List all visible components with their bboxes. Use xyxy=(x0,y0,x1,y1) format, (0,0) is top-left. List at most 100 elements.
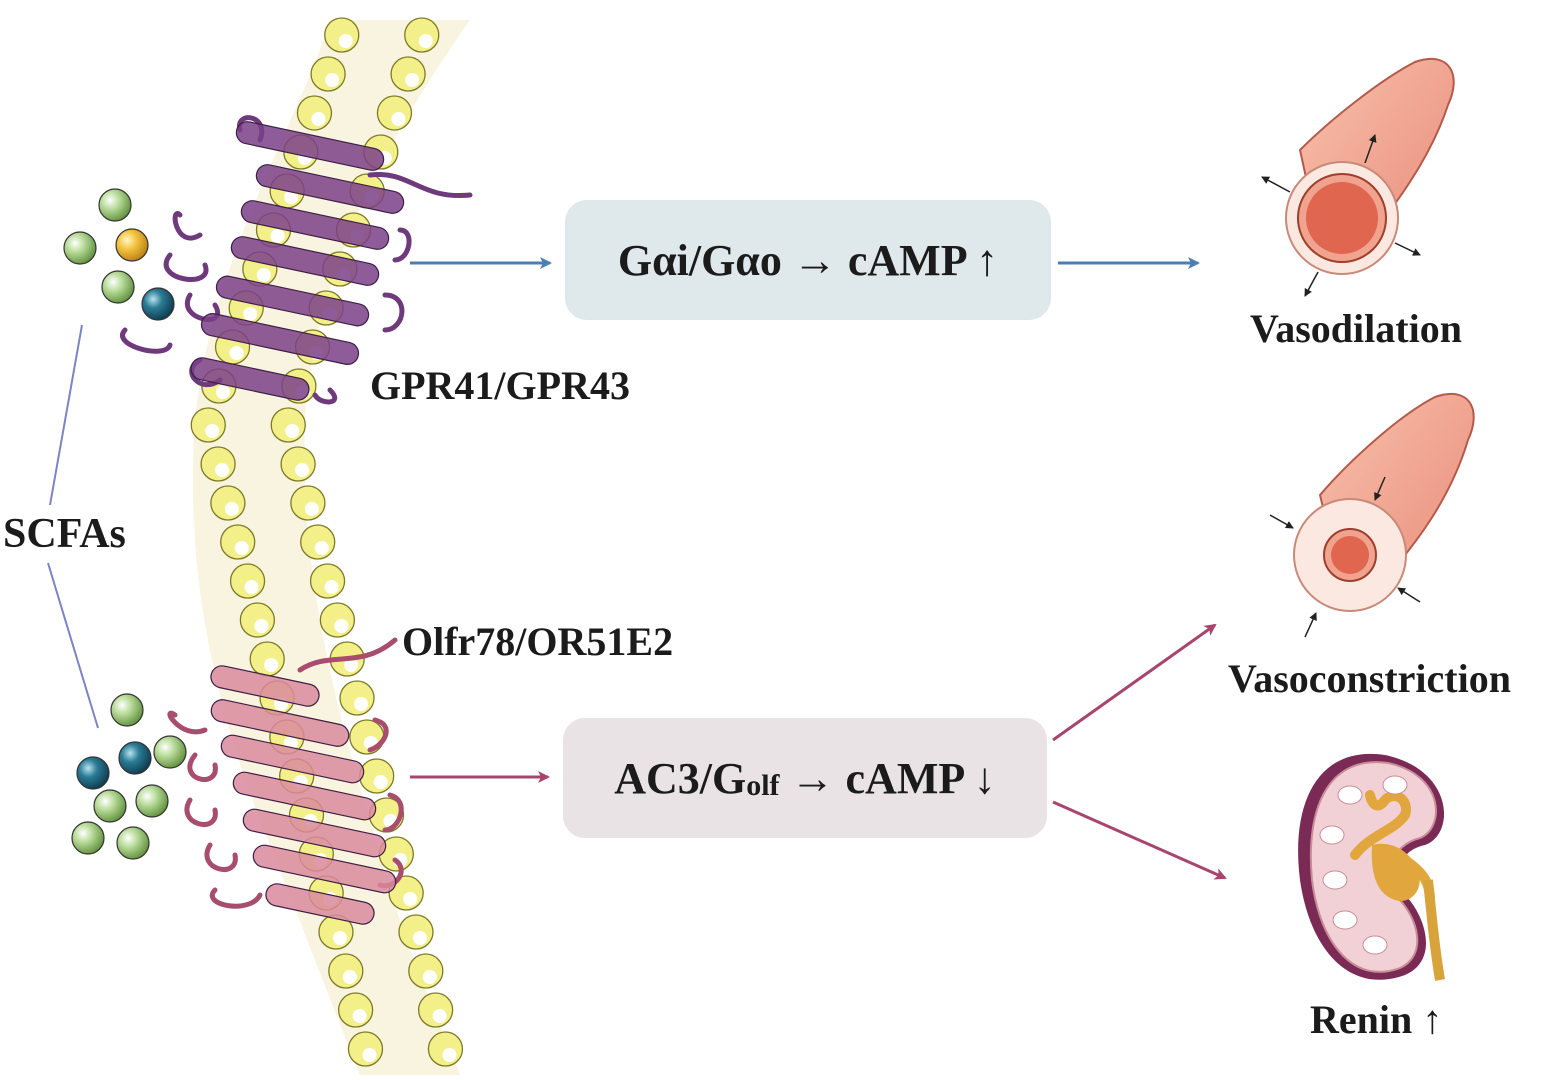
lipid-highlight xyxy=(264,658,279,672)
lipid-highlight xyxy=(215,385,230,399)
scfa-bracket-bottom xyxy=(47,562,99,729)
lipid-head xyxy=(319,602,356,638)
lipid-highlight xyxy=(285,424,300,438)
lipid-highlight xyxy=(270,229,285,243)
receptor-helix xyxy=(190,357,310,401)
lipid-head xyxy=(229,563,266,599)
vasodilation-label: Vasodilation xyxy=(1250,306,1462,351)
kidney-icon xyxy=(1298,753,1445,981)
lipid-highlight xyxy=(344,658,359,672)
lipid-highlight xyxy=(295,463,310,477)
scfas-label: SCFAs xyxy=(3,511,126,557)
lipid-head xyxy=(337,992,374,1028)
lipid-highlight xyxy=(332,931,347,945)
receptor-gpr41-gpr43 xyxy=(119,115,473,405)
pathway-bottom-suffix: → cAMP ↓ xyxy=(779,753,996,803)
receptor-helix xyxy=(265,883,375,925)
lipid-head xyxy=(427,1031,464,1067)
lipid-highlight xyxy=(412,931,427,945)
lipid-highlight xyxy=(311,112,326,126)
receptor-helix xyxy=(215,275,370,327)
lipid-head xyxy=(339,680,375,716)
arrow-bottom-box-to-vasoconstriction xyxy=(1052,623,1217,742)
pathway-top-box: Gαi/Gαo → cAMP ↑ xyxy=(565,200,1051,320)
receptor-olfr78-or51e2 xyxy=(167,637,404,925)
receptor-top-label: GPR41/GPR43 xyxy=(370,363,630,408)
receptor-helix xyxy=(210,699,350,747)
lipid-head xyxy=(408,953,444,989)
receptor-helix xyxy=(242,808,387,858)
lipid-highlight xyxy=(334,619,349,633)
receptor-helix xyxy=(235,121,385,171)
vasoconstriction-label: Vasoconstriction xyxy=(1228,656,1511,701)
lipid-highlight xyxy=(342,970,357,984)
lipid-head xyxy=(239,602,276,638)
lipid-highlight xyxy=(256,268,271,282)
lipid-highlight xyxy=(373,775,388,789)
lipid-head xyxy=(190,407,226,443)
lipid-highlight xyxy=(422,970,437,984)
lipid-head xyxy=(300,524,336,560)
lipid-highlight xyxy=(325,73,340,87)
lipid-highlight xyxy=(304,502,319,516)
arrow-bottom-box-to-kidney xyxy=(1052,800,1227,880)
receptor-helix xyxy=(220,734,365,784)
lipid-highlight xyxy=(338,34,353,48)
lipid-highlight xyxy=(215,463,230,477)
lipid-highlight xyxy=(284,190,299,204)
lipid-head xyxy=(404,17,440,53)
lipid-highlight xyxy=(224,502,239,516)
lipid-head xyxy=(417,992,454,1028)
receptor-helix xyxy=(232,771,377,821)
lipid-highlight xyxy=(442,1048,457,1062)
lipid-highlight xyxy=(254,619,269,633)
blood-vessel-constricted-icon xyxy=(1269,392,1475,638)
lipid-head xyxy=(290,485,326,521)
lipid-head xyxy=(349,719,385,755)
scfa-bracket-top xyxy=(49,324,83,506)
lipid-head xyxy=(398,914,434,950)
receptor-helix xyxy=(210,665,320,707)
lipid-highlight xyxy=(244,580,259,594)
lipid-head xyxy=(210,485,246,521)
pathway-bottom-prefix: AC3/G xyxy=(614,753,747,803)
lipid-highlight xyxy=(354,697,369,711)
lipid-highlight xyxy=(314,541,329,555)
renin-up-arrow: ↑ xyxy=(1422,997,1443,1042)
lipid-highlight xyxy=(405,73,420,87)
lipid-head xyxy=(324,17,360,53)
receptor-helix xyxy=(255,164,405,214)
lipid-head xyxy=(359,758,395,794)
lipid-head xyxy=(328,953,364,989)
lipid-head xyxy=(390,56,426,92)
lipid-highlight xyxy=(229,346,244,360)
lipid-highlight xyxy=(432,1009,447,1023)
blood-vessel-icon xyxy=(1261,57,1455,297)
lipid-head xyxy=(309,563,346,599)
receptor-helix xyxy=(200,313,360,365)
pathway-bottom-subscript: olf xyxy=(746,769,780,802)
lipid-head xyxy=(376,95,413,131)
lipid-head xyxy=(310,56,346,92)
pathway-top-text: Gαi/Gαo → cAMP ↑ xyxy=(617,235,999,285)
lipid-highlight xyxy=(234,541,249,555)
receptor-helix xyxy=(240,200,390,250)
lipid-highlight xyxy=(205,424,220,438)
lipid-head xyxy=(200,446,236,482)
lipid-head xyxy=(347,1031,384,1067)
lipid-head xyxy=(296,95,333,131)
renin-label: Renin ↑ xyxy=(1310,996,1442,1043)
lipid-head xyxy=(249,641,285,677)
lipid-highlight xyxy=(418,34,433,48)
lipid-highlight xyxy=(362,1048,377,1062)
renin-text: Renin xyxy=(1310,997,1413,1042)
lipid-highlight xyxy=(403,892,418,906)
scfa-molecules-bottom xyxy=(71,693,187,860)
lipid-highlight xyxy=(391,112,406,126)
receptor-helix xyxy=(252,844,397,894)
scfa-molecules-top xyxy=(63,188,175,321)
lipid-head xyxy=(220,524,256,560)
lipid-highlight xyxy=(352,1009,367,1023)
